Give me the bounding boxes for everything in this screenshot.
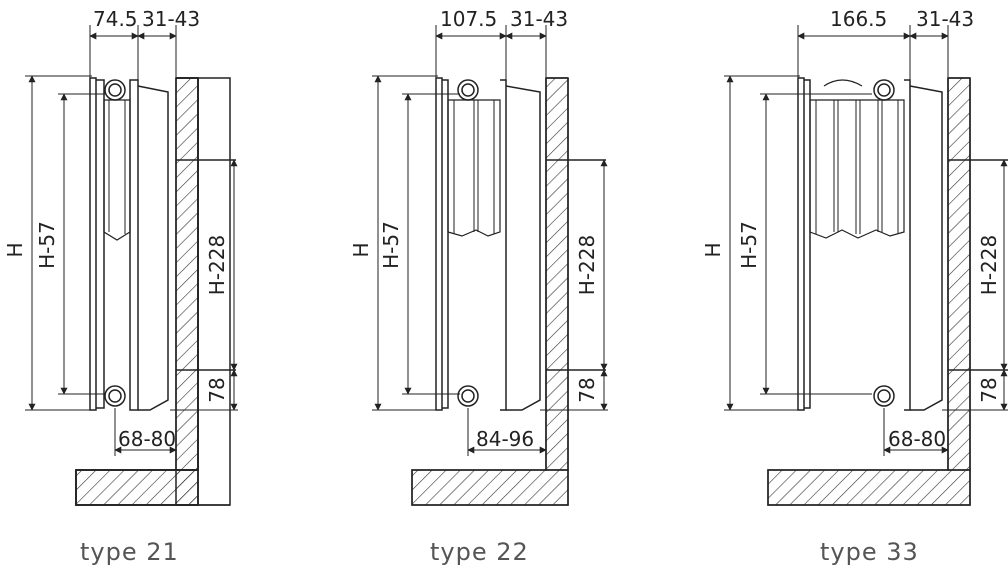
bottom-pipe — [457, 385, 479, 407]
type-caption: type 22 — [430, 538, 529, 566]
top-pipe — [873, 79, 895, 101]
radiator-diagram-type-21: 74.5 31-43 H H-57 H-228 78 68-80 type 21 — [0, 0, 336, 578]
type-caption: type 33 — [820, 538, 919, 566]
bottom-pipe — [104, 385, 126, 407]
top-pipe — [457, 79, 479, 101]
wall-section — [75, 77, 231, 506]
radiator-diagram-type-22: 107.5 31-43 H H-57 H-228 78 84-96 type 2… — [336, 0, 672, 578]
radiator-diagram-type-33: 166.5 31-43 H H-57 H-228 78 68-80 type 3… — [672, 0, 1008, 578]
convector-fins — [103, 99, 131, 241]
radiator-rear-panel — [129, 79, 139, 411]
radiator-front-panel — [435, 77, 443, 411]
radiator-rear-panel — [505, 85, 541, 411]
top-pipe — [104, 79, 126, 101]
bottom-pipe — [873, 385, 895, 407]
convector-fins — [809, 99, 905, 239]
radiator-front-panel — [797, 77, 805, 411]
type-caption: type 21 — [80, 538, 179, 566]
radiator-front-panel — [89, 77, 97, 411]
radiator-rear-panel — [909, 85, 943, 411]
wall-hatch — [75, 77, 230, 506]
convector-fins — [447, 99, 501, 237]
